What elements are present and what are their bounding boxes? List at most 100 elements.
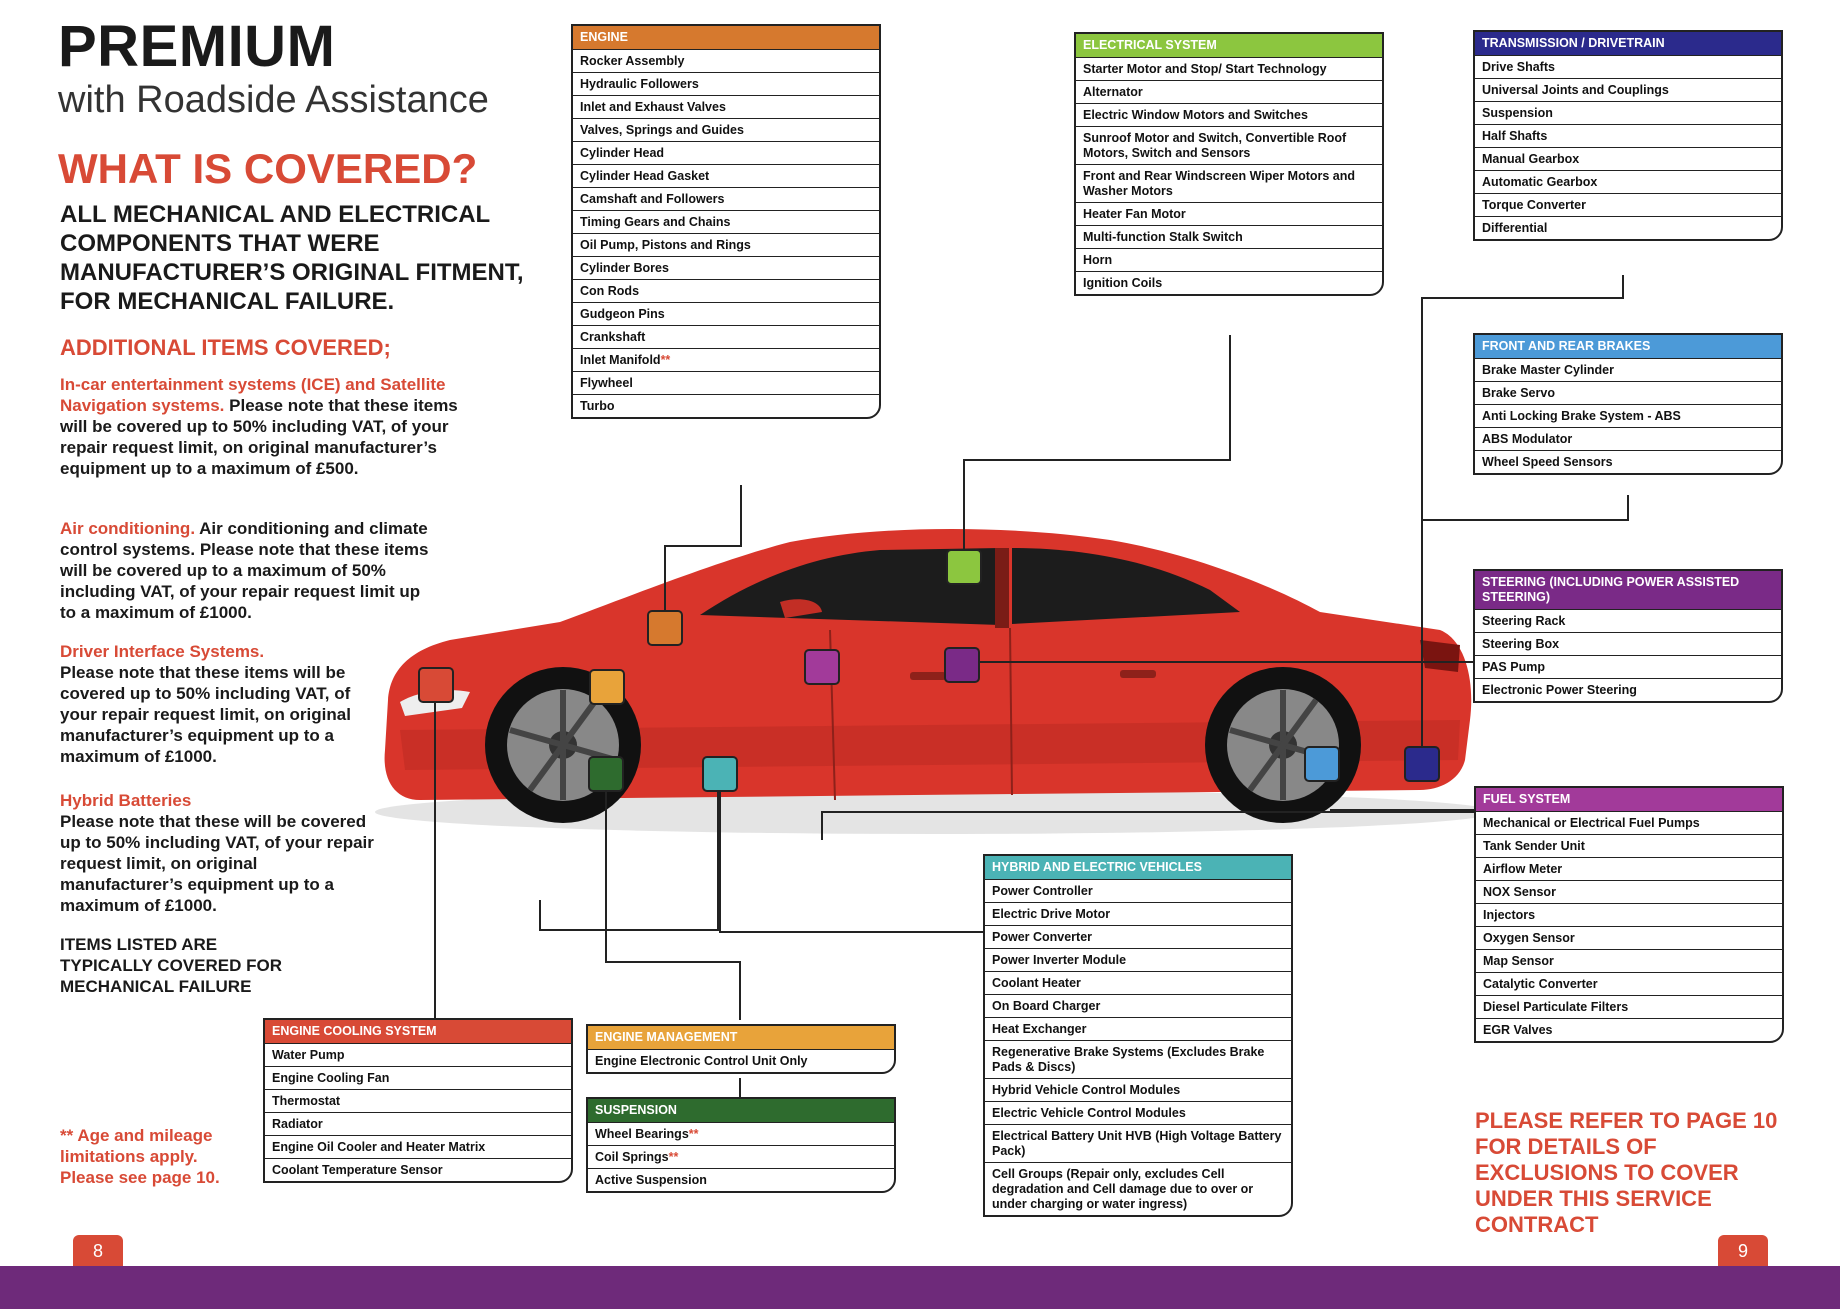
list-item: PAS Pump xyxy=(1475,655,1781,678)
list-item: Water Pump xyxy=(265,1043,571,1066)
brakes-marker xyxy=(1304,746,1340,782)
fuel-marker xyxy=(804,649,840,685)
list-item: Front and Rear Windscreen Wiper Motors a… xyxy=(1076,164,1382,202)
asterisk: ** xyxy=(688,1127,699,1141)
list-item: Active Suspension xyxy=(588,1168,894,1191)
list-item: Power Converter xyxy=(985,925,1291,948)
suspension-box-title: SUSPENSION xyxy=(588,1099,894,1122)
list-item: Oxygen Sensor xyxy=(1476,926,1782,949)
hybrid-marker xyxy=(702,756,738,792)
list-item: Camshaft and Followers xyxy=(573,187,879,210)
cooling-box-title: ENGINE COOLING SYSTEM xyxy=(265,1020,571,1043)
engine-box: ENGINE Rocker Assembly Hydraulic Followe… xyxy=(571,24,881,419)
aircon-section: Air conditioning. Air conditioning and c… xyxy=(60,518,430,623)
list-item: Cell Groups (Repair only, excludes Cell … xyxy=(985,1162,1291,1215)
page-subtitle: with Roadside Assistance xyxy=(58,79,489,121)
list-item: Starter Motor and Stop/ Start Technology xyxy=(1076,57,1382,80)
hybrid-title: Hybrid Batteries xyxy=(60,791,192,810)
list-item: Automatic Gearbox xyxy=(1475,170,1781,193)
list-item: Gudgeon Pins xyxy=(573,302,879,325)
list-item: Coil Springs** xyxy=(588,1145,894,1168)
management-marker xyxy=(589,669,625,705)
steering-box-title: STEERING (INCLUDING POWER ASSISTED STEER… xyxy=(1475,571,1781,609)
list-item: Timing Gears and Chains xyxy=(573,210,879,233)
list-item: Injectors xyxy=(1476,903,1782,926)
list-item: Engine Electronic Control Unit Only xyxy=(588,1049,894,1072)
steering-box: STEERING (INCLUDING POWER ASSISTED STEER… xyxy=(1473,569,1783,703)
driver-title: Driver Interface Systems. xyxy=(60,642,265,661)
transmission-box: TRANSMISSION / DRIVETRAIN Drive Shafts U… xyxy=(1473,30,1783,241)
list-item: NOX Sensor xyxy=(1476,880,1782,903)
additional-heading: ADDITIONAL ITEMS COVERED; xyxy=(60,335,391,360)
suspension-marker xyxy=(588,756,624,792)
lead-text: ALL MECHANICAL AND ELECTRICAL COMPONENTS… xyxy=(60,201,524,315)
list-item: Hydraulic Followers xyxy=(573,72,879,95)
list-item: Universal Joints and Couplings xyxy=(1475,78,1781,101)
list-item-label: Coil Springs xyxy=(595,1150,669,1164)
fuel-box: FUEL SYSTEM Mechanical or Electrical Fue… xyxy=(1474,786,1784,1043)
covered-heading: WHAT IS COVERED? xyxy=(58,145,478,192)
list-item: Turbo xyxy=(573,394,879,417)
fuel-box-title: FUEL SYSTEM xyxy=(1476,788,1782,811)
list-item: Brake Servo xyxy=(1475,381,1781,404)
hybrid-body: Please note that these will be covered u… xyxy=(60,812,374,915)
list-item: Electrical Battery Unit HVB (High Voltag… xyxy=(985,1124,1291,1162)
list-item: Engine Oil Cooler and Heater Matrix xyxy=(265,1135,571,1158)
list-item: Engine Cooling Fan xyxy=(265,1066,571,1089)
list-item: Map Sensor xyxy=(1476,949,1782,972)
list-item: Steering Box xyxy=(1475,632,1781,655)
ice-body: Please note that these items will be cov… xyxy=(60,396,458,478)
list-item: Oil Pump, Pistons and Rings xyxy=(573,233,879,256)
transmission-box-title: TRANSMISSION / DRIVETRAIN xyxy=(1475,32,1781,55)
list-item: ABS Modulator xyxy=(1475,427,1781,450)
list-item: Tank Sender Unit xyxy=(1476,834,1782,857)
list-item: Mechanical or Electrical Fuel Pumps xyxy=(1476,811,1782,834)
list-item: Coolant Heater xyxy=(985,971,1291,994)
list-item: Crankshaft xyxy=(573,325,879,348)
list-item: Hybrid Vehicle Control Modules xyxy=(985,1078,1291,1101)
cooling-marker xyxy=(418,667,454,703)
electrical-box-title: ELECTRICAL SYSTEM xyxy=(1076,34,1382,57)
aircon-body: Air conditioning and climate control sys… xyxy=(60,519,429,622)
electrical-box: ELECTRICAL SYSTEM Starter Motor and Stop… xyxy=(1074,32,1384,296)
list-item: Torque Converter xyxy=(1475,193,1781,216)
steering-marker xyxy=(944,647,980,683)
list-item: Multi-function Stalk Switch xyxy=(1076,225,1382,248)
list-item: Sunroof Motor and Switch, Convertible Ro… xyxy=(1076,126,1382,164)
driver-section: Driver Interface Systems. Please note th… xyxy=(60,641,360,767)
list-item-label: Wheel Bearings xyxy=(595,1127,689,1141)
list-item: Manual Gearbox xyxy=(1475,147,1781,170)
list-item: Catalytic Converter xyxy=(1476,972,1782,995)
list-item: Wheel Speed Sensors xyxy=(1475,450,1781,473)
page-number-right: 9 xyxy=(1718,1235,1768,1267)
hybrid-box: HYBRID AND ELECTRIC VEHICLES Power Contr… xyxy=(983,854,1293,1217)
engine-box-title: ENGINE xyxy=(573,26,879,49)
list-item: Inlet Manifold** xyxy=(573,348,879,371)
page-title: PREMIUM xyxy=(58,14,336,79)
list-item: Electric Window Motors and Switches xyxy=(1076,103,1382,126)
electrical-marker xyxy=(946,549,982,585)
list-item: Electric Vehicle Control Modules xyxy=(985,1101,1291,1124)
list-item: Rocker Assembly xyxy=(573,49,879,72)
list-item: Half Shafts xyxy=(1475,124,1781,147)
brakes-box: FRONT AND REAR BRAKES Brake Master Cylin… xyxy=(1473,333,1783,475)
list-item: Power Inverter Module xyxy=(985,948,1291,971)
list-item: Differential xyxy=(1475,216,1781,239)
list-item: Electronic Power Steering xyxy=(1475,678,1781,701)
brakes-box-title: FRONT AND REAR BRAKES xyxy=(1475,335,1781,358)
list-item: Airflow Meter xyxy=(1476,857,1782,880)
list-item: Drive Shafts xyxy=(1475,55,1781,78)
cooling-box: ENGINE COOLING SYSTEM Water Pump Engine … xyxy=(263,1018,573,1183)
suspension-box: SUSPENSION Wheel Bearings** Coil Springs… xyxy=(586,1097,896,1193)
transmission-marker xyxy=(1404,746,1440,782)
footer-bar xyxy=(0,1266,1840,1309)
refer-note: PLEASE REFER TO PAGE 10 FOR DETAILS OF E… xyxy=(1475,1108,1778,1237)
hybrid-box-title: HYBRID AND ELECTRIC VEHICLES xyxy=(985,856,1291,879)
list-item: Steering Rack xyxy=(1475,609,1781,632)
asterisk: ** xyxy=(660,353,671,367)
age-note: ** Age and mileage limitations apply. Pl… xyxy=(60,1126,220,1187)
list-item: Thermostat xyxy=(265,1089,571,1112)
management-box: ENGINE MANAGEMENT Engine Electronic Cont… xyxy=(586,1024,896,1074)
list-item: Wheel Bearings** xyxy=(588,1122,894,1145)
